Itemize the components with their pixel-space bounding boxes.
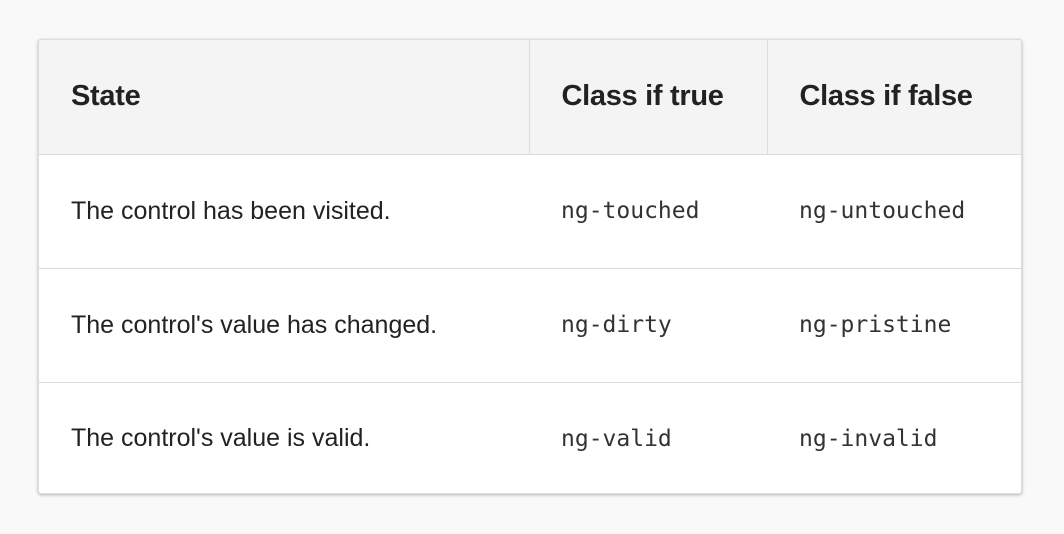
header-class-if-false: Class if false: [766, 40, 1021, 155]
class-true-cell: ng-valid: [561, 425, 672, 452]
header-row: State Class if true Class if false: [39, 40, 1021, 155]
states-table-card: State Class if true Class if false The c…: [38, 39, 1022, 494]
class-true-cell: ng-touched: [529, 154, 767, 269]
table-row: The control has been visited. ng-touched…: [39, 154, 1021, 269]
table-row: The control's value has changed. ng-dirt…: [39, 268, 1021, 383]
table-header: State Class if true Class if false: [39, 40, 1021, 155]
header-state: State: [39, 40, 529, 155]
class-false-cell: ng-untouched: [767, 154, 1021, 269]
state-cell: The control's value has changed.: [39, 268, 529, 383]
table-row: The control's value is valid. ng-valid n…: [39, 382, 1021, 493]
states-table: State Class if true Class if false The c…: [39, 40, 1021, 493]
class-false-cell: ng-invalid: [799, 425, 938, 452]
state-cell: The control has been visited.: [39, 154, 529, 269]
table-body: The control has been visited. ng-touched…: [39, 154, 1021, 493]
class-false-cell: ng-pristine: [767, 268, 1021, 383]
class-true-cell: ng-dirty: [529, 268, 767, 383]
state-cell: The control's value is valid.: [71, 424, 371, 453]
header-class-if-true: Class if true: [528, 40, 767, 155]
